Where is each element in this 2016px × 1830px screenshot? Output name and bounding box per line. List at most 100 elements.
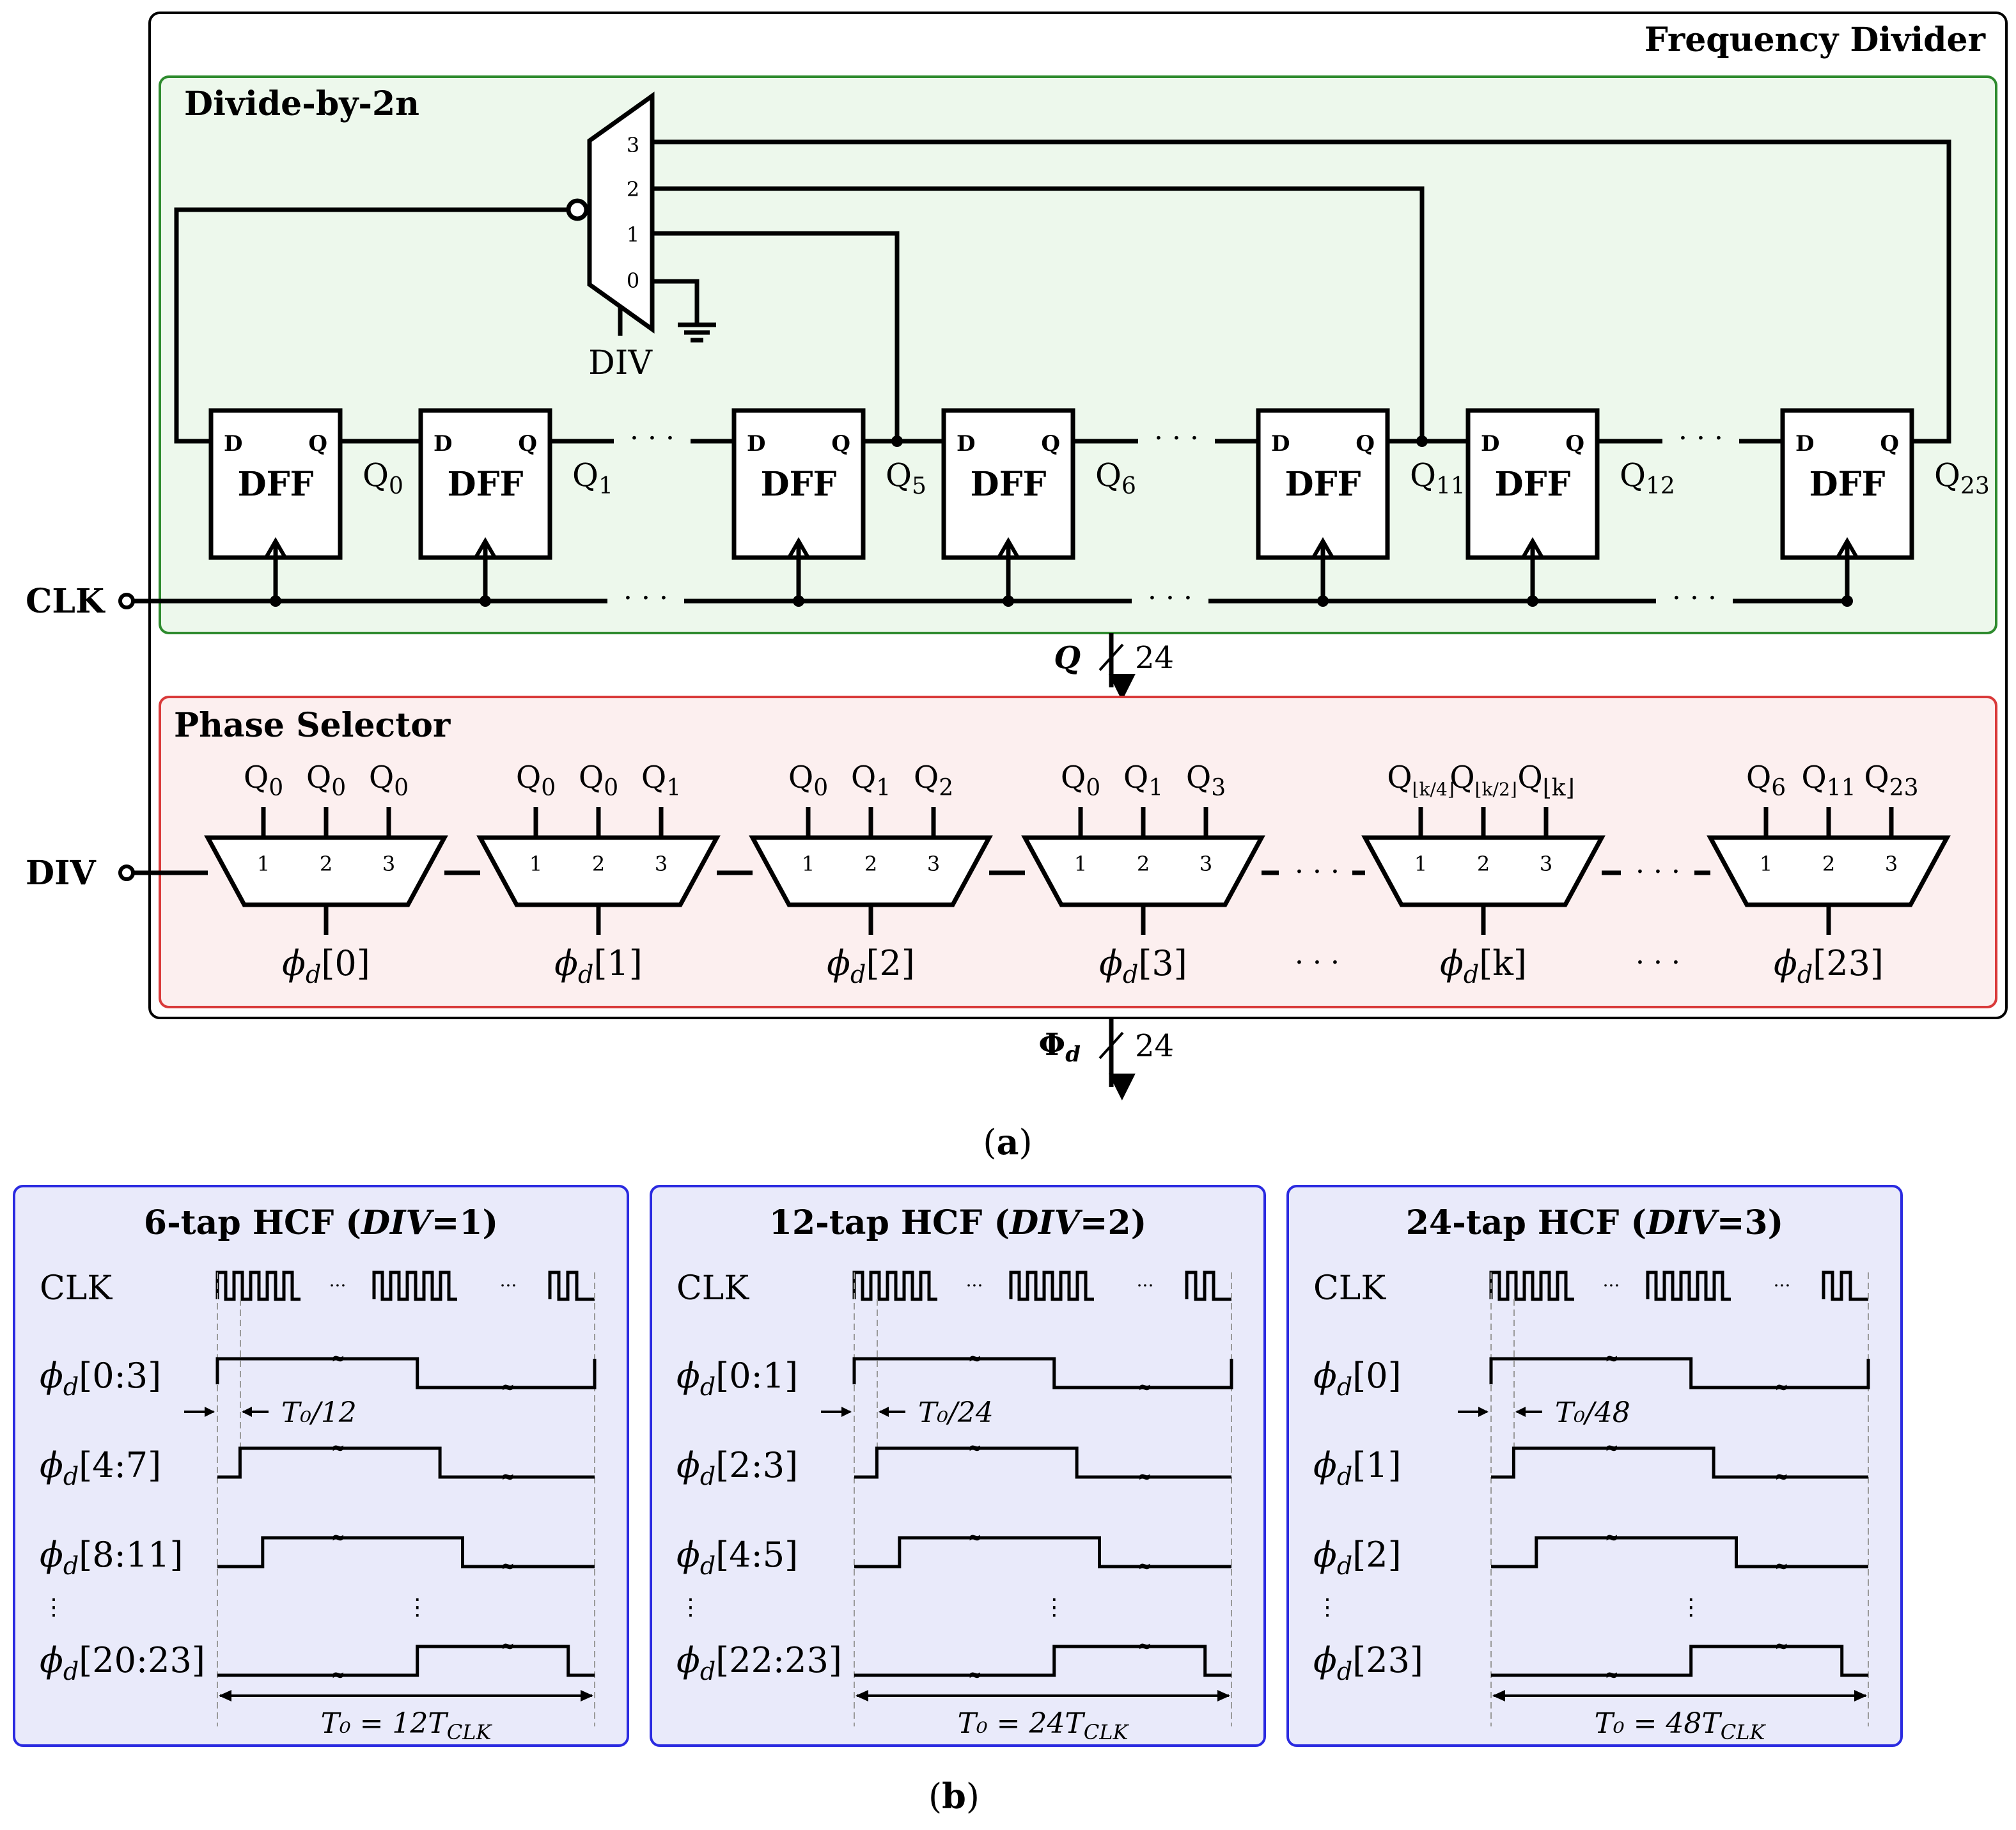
dff-output-label: Q5 (886, 457, 926, 499)
break-mark: ≈ (968, 1349, 982, 1368)
dff-d-pin: D (1481, 431, 1499, 457)
break-mark: ≈ (968, 1439, 982, 1458)
dff-d-pin: D (747, 431, 765, 457)
mux-inverted-output-bubble (566, 198, 589, 221)
phase-waveform (854, 1536, 1231, 1568)
timing-clk-label: CLK (40, 1269, 113, 1308)
selector-pin: 3 (382, 852, 395, 876)
caption-b: (b) (928, 1776, 980, 1817)
clk-label: CLK (26, 582, 105, 621)
dff-output-label: Q6 (1095, 457, 1136, 499)
timing-panel-title: 12-tap HCF (DIV=2) (769, 1203, 1146, 1242)
div-net: DIV (26, 854, 135, 893)
selector-input-label: Q3 (1186, 760, 1226, 801)
dff-d-pin: D (1271, 431, 1290, 457)
selector-output-label: ϕd[k] (1440, 943, 1527, 989)
selector-input-label: Q⌊k/2⌋ (1449, 760, 1517, 800)
mux-input-1-wire (652, 231, 900, 441)
chain-ellipsis-1: · · · (630, 422, 675, 455)
mux-input-2-wire (652, 186, 1425, 441)
timing-clk-label: CLK (1313, 1269, 1386, 1308)
phase-selector-title: Phase Selector (174, 706, 451, 745)
selector-pin: 2 (1137, 852, 1150, 876)
selector-input-label: Q1 (641, 760, 681, 801)
dff-d-pin: D (434, 431, 452, 457)
dff-label: DFF (971, 465, 1047, 504)
divider-mux: 3 2 1 0 DIV (566, 91, 716, 382)
selector-input-label: Q6 (1746, 760, 1786, 801)
div-label: DIV (26, 854, 97, 893)
dff-output-label: Q23 (1934, 457, 1990, 499)
q-bus: Q 24 (1054, 633, 1174, 701)
mux-input-3-wire (652, 139, 1951, 444)
selector-pin: 3 (1885, 852, 1898, 876)
clk-dots: ··· (1137, 1275, 1154, 1296)
selector-pin: 3 (655, 852, 668, 876)
phase-row-label: ϕd[23] (1313, 1640, 1423, 1685)
phase-row-label: ϕd[0] (1313, 1356, 1402, 1401)
selector-pin: 2 (864, 852, 877, 876)
selector-ellipsis: · · · (1295, 856, 1340, 888)
break-mark: ≈ (501, 1557, 515, 1576)
dff-q-pin: Q (1356, 431, 1375, 457)
dff-d-pin: D (1795, 431, 1814, 457)
break-mark: ≈ (501, 1467, 515, 1487)
clk-dots: ··· (1774, 1275, 1791, 1296)
dff-q-pin: Q (1041, 431, 1060, 457)
break-mark: ≈ (331, 1666, 345, 1685)
phase-waveform (217, 1446, 595, 1479)
period-label: T₀ = 48TCLK (1595, 1707, 1767, 1744)
q11-junction (1416, 435, 1428, 447)
break-mark: ≈ (1605, 1439, 1619, 1458)
break-mark: ≈ (1137, 1378, 1152, 1397)
selector-input-label: Q1 (851, 760, 891, 801)
vertical-dots: ⋮ (406, 1594, 429, 1620)
selector-input-label: Q0 (244, 760, 283, 801)
timing-panel-1: 12-tap HCF (DIV=2)CLK······ϕd[0:1]≈≈ϕd[2… (650, 1185, 1266, 1747)
dff-output-label: Q12 (1620, 457, 1675, 499)
selector-row: 1Q02Q03Q0ϕd[0]1Q02Q03Q1ϕd[1]1Q02Q13Q2ϕd[… (133, 760, 1951, 989)
selector-input-label: Q0 (306, 760, 346, 801)
break-mark: ≈ (1137, 1467, 1152, 1487)
selector-pin: 2 (1822, 852, 1835, 876)
break-mark: ≈ (501, 1378, 515, 1397)
break-mark: ≈ (1605, 1528, 1619, 1547)
clk-waveform (1489, 1271, 1868, 1301)
dff-output-label: Q1 (572, 457, 613, 499)
phi-bus: Φd 24 (1038, 1018, 1174, 1100)
phase-waveform (217, 1645, 595, 1677)
selector-input-label: Q0 (1061, 760, 1100, 801)
phase-row-label: ϕd[4:7] (40, 1445, 161, 1490)
selector-pin: 2 (592, 852, 605, 876)
selector-pin: 1 (1760, 852, 1772, 876)
break-mark: ≈ (968, 1666, 982, 1685)
break-mark: ≈ (1137, 1637, 1152, 1656)
phase-row-label: ϕd[4:5] (676, 1535, 798, 1580)
mux-pin-0: 0 (627, 269, 639, 293)
period-label: T₀ = 24TCLK (958, 1707, 1130, 1744)
selector-input-label: Q0 (579, 760, 618, 801)
selector-input-label: Q0 (788, 760, 828, 801)
break-mark: ≈ (1774, 1467, 1788, 1487)
phase-waveform (215, 1357, 597, 1389)
phase-row-label: ϕd[0:3] (40, 1356, 161, 1401)
selector-input-label: Q2 (914, 760, 953, 801)
phase-waveform (1491, 1446, 1868, 1479)
phase-waveform (854, 1645, 1231, 1677)
dff-q-pin: Q (831, 431, 850, 457)
clk-dots: ··· (329, 1275, 347, 1296)
frequency-divider-frame (148, 12, 2008, 1019)
timing-clk-label: CLK (676, 1269, 749, 1308)
break-mark: ≈ (331, 1528, 345, 1547)
phase-selector-mux-4: 1Q⌊k/4⌋2Q⌊k/2⌋3Q⌊k⌋ϕd[k] (1361, 760, 1606, 989)
clk-net: CLK · · · · · · · · · (26, 582, 1848, 621)
chain-ellipsis-3: · · · (1678, 422, 1723, 455)
phase-waveform (217, 1536, 595, 1568)
q-bus-label: Q (1054, 640, 1081, 676)
break-mark: ≈ (1137, 1557, 1152, 1576)
selector-output-label: ϕd[1] (554, 943, 643, 989)
